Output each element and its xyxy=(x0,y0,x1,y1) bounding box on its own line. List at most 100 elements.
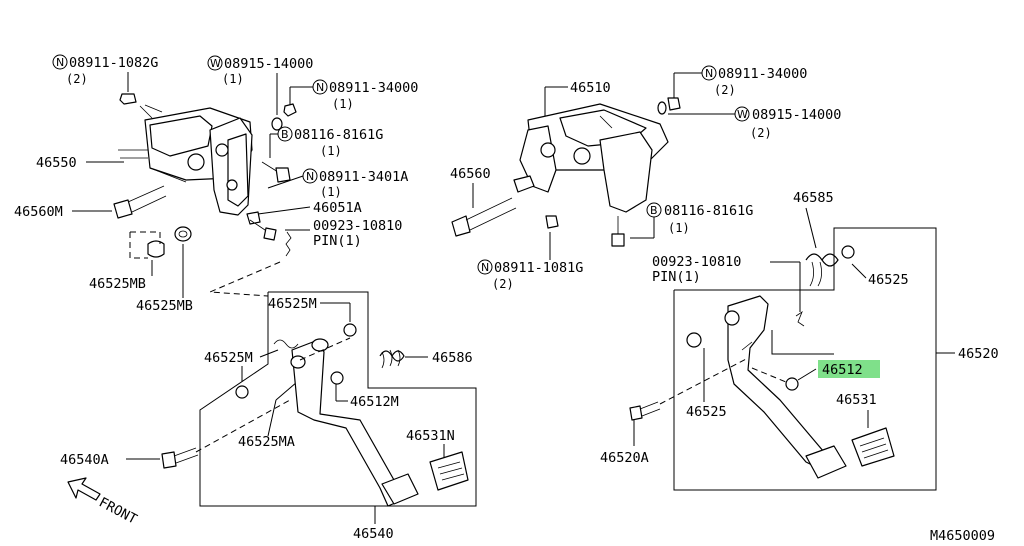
prefix-n: N xyxy=(316,81,324,94)
label-46585[interactable]: 46585 xyxy=(793,190,834,206)
label-46525mb-2[interactable]: 46525MB xyxy=(136,298,193,314)
label-46531n[interactable]: 46531N xyxy=(406,428,455,444)
part-number: 08911-34000 xyxy=(329,80,418,96)
dashed-line xyxy=(129,232,148,259)
label-46560[interactable]: 46560 xyxy=(450,166,491,182)
bushing-icon xyxy=(841,245,855,259)
label-46525m-left[interactable]: 46525M xyxy=(204,350,253,366)
part-number: 08911-1081G xyxy=(494,260,583,276)
part-quantity: (2) xyxy=(492,277,514,291)
callout-w-08915-14000-b[interactable]: W 08915-14000 (2) xyxy=(734,106,841,140)
dashed-line xyxy=(130,231,161,244)
long-bolt-icon xyxy=(451,197,517,237)
part-number: 08116-8161G xyxy=(294,127,383,143)
part-number: 08911-3401A xyxy=(319,169,408,185)
leader-line xyxy=(851,263,867,279)
dashed-line xyxy=(209,261,281,297)
label-00923-10810-a[interactable]: 00923-10810 xyxy=(313,218,402,234)
label-46520a[interactable]: 46520A xyxy=(600,450,649,466)
part-number: 08915-14000 xyxy=(752,107,841,123)
label-46512[interactable]: 46512 xyxy=(822,362,863,378)
callout-n-08911-34000-b[interactable]: N 08911-34000 (2) xyxy=(701,65,807,97)
part-number: 08911-34000 xyxy=(718,66,807,82)
label-46550[interactable]: 46550 xyxy=(36,155,77,171)
inner-frame-line xyxy=(771,330,834,355)
label-46560m[interactable]: 46560M xyxy=(14,204,63,220)
label-46525ma[interactable]: 46525MA xyxy=(238,434,295,450)
nut-icon xyxy=(119,93,137,105)
bolt-icon xyxy=(629,401,661,421)
label-46510[interactable]: 46510 xyxy=(570,80,611,96)
nut-icon xyxy=(667,97,681,111)
spring-icon xyxy=(805,253,839,267)
prefix-w: W xyxy=(737,108,748,121)
bushing-icon xyxy=(174,226,192,242)
leader-line xyxy=(797,368,817,381)
prefix-n: N xyxy=(481,261,489,274)
bolt-icon xyxy=(261,161,291,183)
leader-line xyxy=(259,349,279,358)
washer-icon xyxy=(271,117,283,131)
part-quantity: (2) xyxy=(714,83,736,97)
prefix-b: B xyxy=(650,204,658,217)
callout-n-08911-1081g[interactable]: N 08911-1081G (2) xyxy=(477,259,583,291)
prefix-n: N xyxy=(306,170,314,183)
callout-b-08116-8161g-a[interactable]: B 08116-8161G (1) xyxy=(277,126,383,158)
dashed-line xyxy=(299,337,351,361)
label-46531[interactable]: 46531 xyxy=(836,392,877,408)
prefix-b: B xyxy=(281,128,289,141)
label-46520[interactable]: 46520 xyxy=(958,346,999,362)
dashed-line xyxy=(751,367,787,383)
part-quantity: (2) xyxy=(66,72,88,86)
label-46525-a[interactable]: 46525 xyxy=(868,272,909,288)
leader-line xyxy=(805,207,817,249)
part-number: 08116-8161G xyxy=(664,203,753,219)
label-pin-b[interactable]: PIN(1) xyxy=(652,269,701,285)
pedal-bracket-left xyxy=(118,104,253,216)
callout-b-08116-8161g-b[interactable]: B 08116-8161G (1) xyxy=(646,202,753,235)
part-quantity: (1) xyxy=(320,185,342,199)
part-quantity: (2) xyxy=(750,126,772,140)
callout-w-08915-14000-a[interactable]: W 08915-14000 (1) xyxy=(207,55,313,86)
prefix-n: N xyxy=(56,56,64,69)
nut-icon xyxy=(283,103,297,117)
label-46540[interactable]: 46540 xyxy=(353,526,394,542)
nut-symbol-icon xyxy=(477,259,493,275)
label-pin-a[interactable]: PIN(1) xyxy=(313,233,362,249)
front-arrow: FRONT xyxy=(67,477,140,528)
nut-icon xyxy=(246,211,261,225)
assembly-frame-46520 xyxy=(673,227,937,491)
label-46525mb-1[interactable]: 46525MB xyxy=(89,276,146,292)
label-46525-b[interactable]: 46525 xyxy=(686,404,727,420)
nut-symbol-icon xyxy=(52,54,68,70)
label-46525m-top[interactable]: 46525M xyxy=(268,296,317,312)
callout-n-08911-34000-a[interactable]: N 08911-34000 (1) xyxy=(312,79,418,111)
label-46051a[interactable]: 46051A xyxy=(313,200,362,216)
label-46540a[interactable]: 46540A xyxy=(60,452,109,468)
callout-n-08911-1082g[interactable]: N 08911-1082G (2) xyxy=(52,54,158,86)
part-quantity: (1) xyxy=(320,144,342,158)
front-label: FRONT xyxy=(96,494,139,527)
label-00923-10810-b[interactable]: 00923-10810 xyxy=(652,254,741,270)
callout-n-08911-3401a[interactable]: N 08911-3401A (1) xyxy=(302,168,408,199)
nut-icon xyxy=(545,215,559,229)
stud-icon xyxy=(139,105,153,119)
part-number: 08911-1082G xyxy=(69,55,158,71)
washer-symbol-icon xyxy=(207,55,223,71)
brake-pedal-right xyxy=(686,295,895,479)
spring-leg-icon xyxy=(809,261,822,287)
arrow-icon xyxy=(67,477,101,501)
label-46512m[interactable]: 46512M xyxy=(350,394,399,410)
pin-icon xyxy=(795,310,805,327)
bushing-icon xyxy=(147,240,165,258)
washer-icon xyxy=(657,101,667,115)
pin-icon xyxy=(285,231,292,257)
part-quantity: (1) xyxy=(332,97,354,111)
label-46586[interactable]: 46586 xyxy=(432,350,473,366)
bolt-icon xyxy=(611,216,625,247)
bolt-icon xyxy=(249,219,277,241)
diagram-code: M4650009 xyxy=(930,528,995,544)
leader-line xyxy=(275,381,298,401)
clutch-pedal-left xyxy=(235,323,469,507)
